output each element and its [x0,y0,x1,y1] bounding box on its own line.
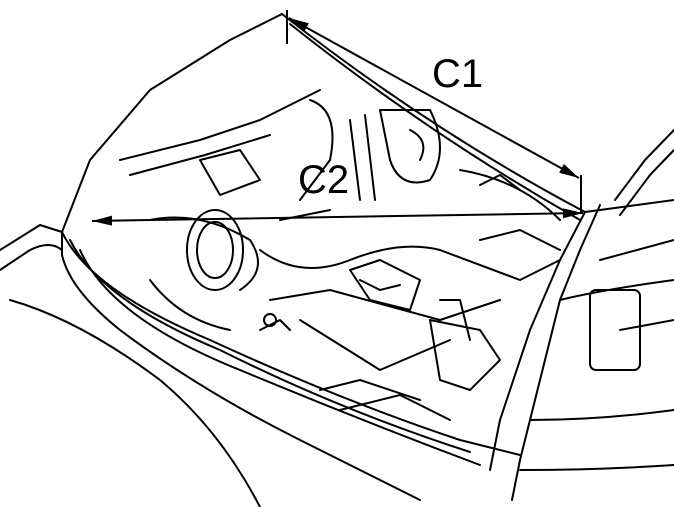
dimension-label-c1: C1 [432,52,484,96]
dimension-label-c2: C2 [298,158,350,202]
left-a-pillar [61,13,283,233]
c1-dimension-line [288,17,580,179]
c2-dimension-line [91,208,584,226]
dimension-lines [91,10,584,226]
